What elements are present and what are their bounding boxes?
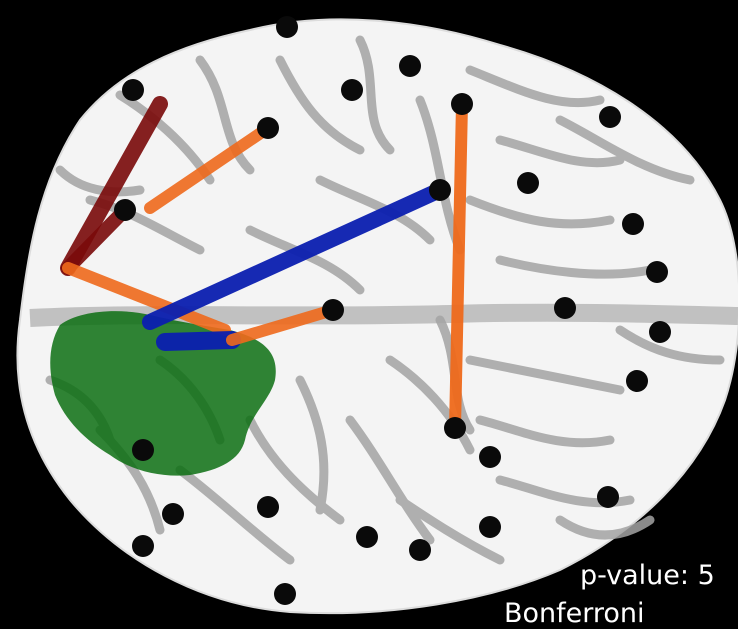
electrode-dot bbox=[322, 299, 344, 321]
electrode-dot bbox=[356, 526, 378, 548]
electrode-dot bbox=[276, 16, 298, 38]
electrode-dot bbox=[517, 172, 539, 194]
connection-line bbox=[455, 104, 462, 428]
electrode-dot bbox=[429, 179, 451, 201]
electrode-dot bbox=[409, 539, 431, 561]
electrode-dot bbox=[597, 486, 619, 508]
electrode-dot bbox=[399, 55, 421, 77]
electrode-dot bbox=[622, 213, 644, 235]
electrode-dot bbox=[479, 446, 501, 468]
electrode-dot bbox=[626, 370, 648, 392]
correction-caption: Bonferroni bbox=[504, 598, 645, 629]
electrode-dot bbox=[122, 79, 144, 101]
electrode-dot bbox=[479, 516, 501, 538]
electrode-dot bbox=[132, 535, 154, 557]
electrode-dot bbox=[257, 117, 279, 139]
connection-line bbox=[165, 340, 232, 342]
electrode-dot bbox=[114, 199, 136, 221]
electrode-dot bbox=[444, 417, 466, 439]
electrode-dot bbox=[554, 297, 576, 319]
electrode-dot bbox=[162, 503, 184, 525]
electrode-dot bbox=[599, 106, 621, 128]
electrode-dot bbox=[341, 79, 363, 101]
electrode-dot bbox=[646, 261, 668, 283]
electrode-dot bbox=[132, 439, 154, 461]
electrode-dot bbox=[649, 321, 671, 343]
electrode-dot bbox=[451, 93, 473, 115]
electrode-dot bbox=[274, 583, 296, 605]
electrode-dot bbox=[257, 496, 279, 518]
p-value-caption: p-value: 5 bbox=[580, 560, 715, 591]
